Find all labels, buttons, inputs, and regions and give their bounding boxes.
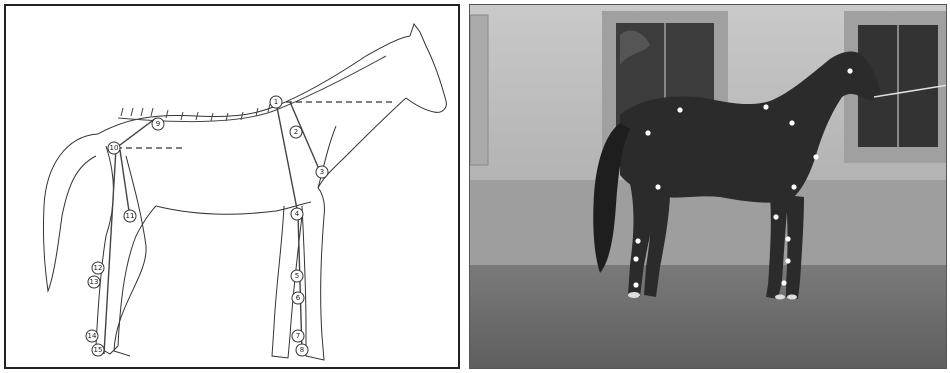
landmark-11: 11 — [124, 210, 136, 222]
landmark-8: 8 — [296, 344, 308, 356]
svg-text:15: 15 — [94, 346, 103, 354]
marker — [763, 104, 768, 109]
svg-text:12: 12 — [94, 264, 103, 272]
marker — [633, 256, 638, 261]
horse-photo-panel — [469, 4, 947, 369]
svg-text:13: 13 — [90, 278, 99, 286]
landmark-10: 10 — [108, 142, 120, 154]
horse-skeleton-drawing: 1 2 3 4 5 6 7 8 9 10 11 12 13 14 15 — [6, 6, 458, 367]
svg-text:5: 5 — [295, 272, 299, 280]
marker — [847, 68, 852, 73]
marker — [677, 107, 682, 112]
marker — [655, 184, 660, 189]
landmark-12: 12 — [92, 262, 104, 274]
landmark-3: 3 — [316, 166, 328, 178]
svg-text:9: 9 — [156, 120, 160, 128]
anatomical-diagram-panel: 1 2 3 4 5 6 7 8 9 10 11 12 13 14 15 — [4, 4, 460, 369]
landmark-9: 9 — [152, 118, 164, 130]
svg-text:8: 8 — [300, 346, 304, 354]
marker — [813, 154, 818, 159]
svg-text:3: 3 — [320, 168, 324, 176]
bone-segments — [104, 102, 322, 354]
svg-text:7: 7 — [296, 332, 300, 340]
svg-text:11: 11 — [126, 212, 135, 220]
spine-vertebrae — [118, 56, 386, 122]
marker — [635, 238, 640, 243]
marker — [791, 184, 796, 189]
landmark-14: 14 — [86, 330, 98, 342]
horse-outline — [43, 24, 446, 360]
marker — [785, 236, 790, 241]
landmark-6: 6 — [292, 292, 304, 304]
landmark-1: 1 — [270, 96, 282, 108]
pavement — [470, 265, 947, 369]
landmark-13: 13 — [88, 276, 100, 288]
marker — [645, 130, 650, 135]
marker — [785, 258, 790, 263]
window-edge-left — [470, 15, 488, 165]
svg-text:10: 10 — [110, 144, 119, 152]
horse-photograph — [470, 5, 947, 369]
landmark-5: 5 — [291, 270, 303, 282]
svg-text:14: 14 — [88, 332, 97, 340]
marker — [781, 280, 786, 285]
marker — [789, 120, 794, 125]
svg-text:4: 4 — [295, 210, 300, 218]
svg-text:6: 6 — [296, 294, 301, 302]
svg-text:1: 1 — [274, 98, 278, 106]
svg-text:2: 2 — [294, 128, 298, 136]
landmark-4: 4 — [291, 208, 303, 220]
marker — [773, 214, 778, 219]
landmark-7: 7 — [292, 330, 304, 342]
landmark-2: 2 — [290, 126, 302, 138]
marker — [633, 282, 638, 287]
landmark-15: 15 — [92, 344, 104, 356]
